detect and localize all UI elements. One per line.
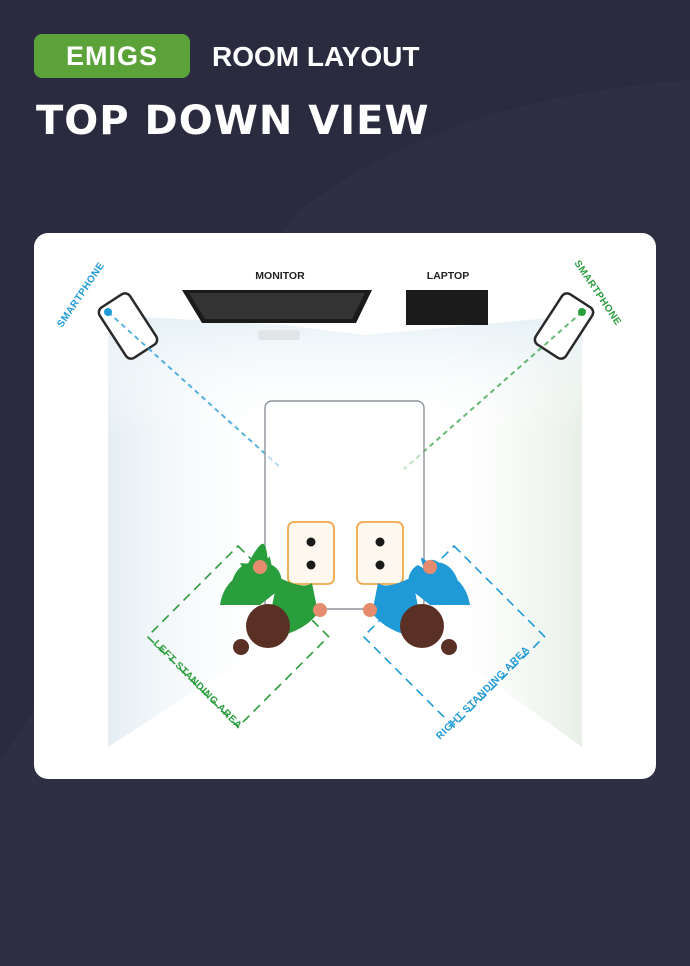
page-title: TOP DOWN VIEW xyxy=(36,98,430,144)
smartphone-left-label: SMARTPHONE xyxy=(55,260,107,329)
right-standing-area xyxy=(362,544,546,729)
smartphone-right xyxy=(533,292,595,360)
person-right xyxy=(363,557,470,655)
laptop: LAPTOP xyxy=(406,270,488,325)
room-diagram: MONITOR LAPTOP SMARTPHONE SMARTPHONE xyxy=(55,259,623,747)
monitor: MONITOR xyxy=(182,270,372,340)
room-layout-card: MONITOR LAPTOP SMARTPHONE SMARTPHONE xyxy=(34,233,656,779)
tag-pad-left xyxy=(287,521,335,585)
tag-pad-right xyxy=(356,521,404,585)
monitor-label: MONITOR xyxy=(255,270,305,282)
room-floor xyxy=(108,315,582,747)
page-subtitle: ROOM LAYOUT xyxy=(212,41,420,72)
laptop-label: LAPTOP xyxy=(427,270,469,282)
person-left xyxy=(220,543,327,655)
brand-badge: EMIGS xyxy=(34,34,190,78)
